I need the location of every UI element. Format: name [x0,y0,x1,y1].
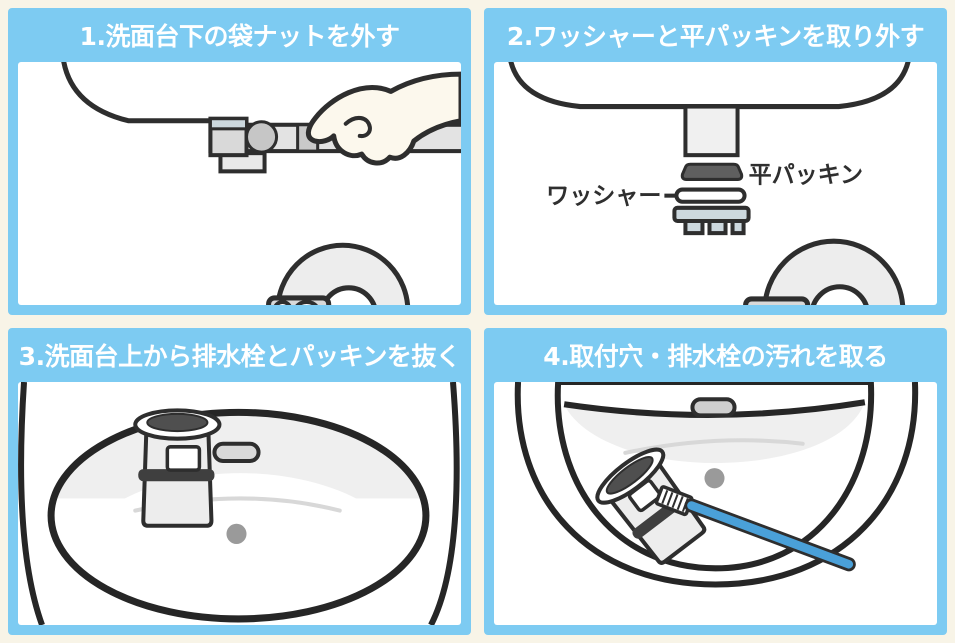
overflow-hole [690,397,737,418]
cap-nut-shape [672,205,751,236]
counter-edge-outline [514,382,919,588]
step-3-drawing [18,382,460,625]
hand-icon [305,71,461,166]
panel-step-1: 1.洗面台下の袋ナットを外す [8,8,471,315]
basin-shading [564,402,865,463]
step-1-drawing [61,62,461,305]
drain-hole-dot [704,468,725,489]
drain-pipe-stub [683,104,740,158]
step-1-illustration [18,62,461,305]
panel-step-3: 3.洗面台上から排水栓とパッキンを抜く [8,328,471,635]
step-1-title: 1.洗面台下の袋ナットを外す [79,22,400,51]
cap-nut-assembly [208,116,320,158]
basin-slope-line [623,438,805,455]
sink-underside-outline [508,62,911,110]
panel-step-2: 2.ワッシャーと平パッキンを取り外す 平パッキン ワッシャー [484,8,947,315]
toothbrush [654,485,856,572]
packing-band [138,469,215,482]
p-trap-pipe [266,242,411,305]
plug-window [165,445,202,472]
step-4-title: 4.取付穴・排水栓の汚れを取る [543,342,888,371]
step-2-drawing: 平パッキン ワッシャー [508,62,911,305]
drain-plug [133,408,222,528]
step-2-illustration: 平パッキン ワッシャー [494,62,937,305]
washer-label: ワッシャー [546,183,661,210]
drain-hole-dot [226,523,247,544]
flat-packing-shape [680,162,744,181]
drain-plug-tilted [595,447,707,565]
step-2-title: 2.ワッシャーと平パッキンを取り外す [506,22,925,51]
step-4-drawing [514,382,919,588]
basin-outline [47,408,430,623]
overflow-hole [212,441,261,463]
sink-underside-outline [61,62,214,124]
panel-step-4: 4.取付穴・排水栓の汚れを取る [484,328,947,635]
washer-shape [674,187,747,204]
step-3-title: 3.洗面台上から排水栓とパッキンを抜く [18,342,461,371]
step-3-illustration [18,382,461,625]
plug-opening [605,456,654,495]
plug-opening [146,412,209,433]
counter-edge-left [18,382,45,625]
brush-handle [687,501,854,569]
step-4-illustration [494,382,937,625]
flat-packing-label: 平パッキン [749,161,864,188]
counter-edge-right [428,382,460,625]
p-trap-pipe [743,238,906,305]
